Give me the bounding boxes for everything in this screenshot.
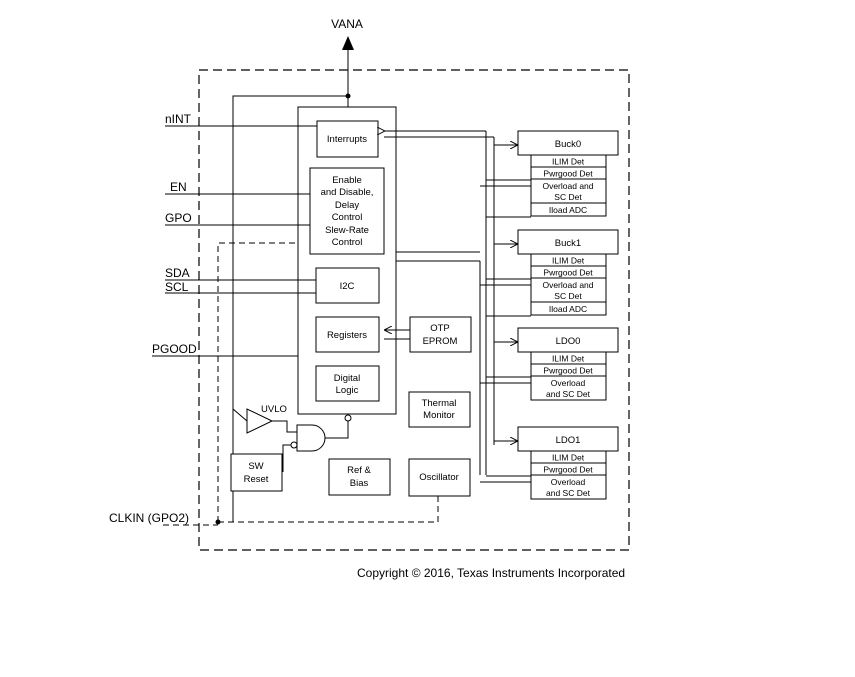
regulator-sub-label: Iload ADC — [549, 205, 587, 215]
pin-sda: SDA — [165, 266, 190, 280]
copyright: Copyright © 2016, Texas Instruments Inco… — [357, 566, 625, 580]
svg-text:Digital: Digital — [334, 373, 360, 384]
chip-boundary — [198, 69, 630, 551]
registers-block — [315, 316, 380, 353]
regulator-subblock — [530, 277, 607, 303]
regulator-name: LDO1 — [556, 435, 581, 446]
svg-text:Ref &: Ref & — [347, 465, 371, 476]
svg-text:EPROM: EPROM — [423, 336, 458, 347]
regulator-sub-label: SC Det — [554, 192, 582, 202]
regulator-subblock — [530, 178, 607, 204]
regulator-sub-label: Pwrgood Det — [543, 169, 593, 179]
regulator-sub-label: Pwrgood Det — [543, 268, 593, 278]
regulator-buck0 — [517, 130, 619, 156]
svg-text:and Disable,: and Disable, — [321, 187, 374, 198]
svg-text:Delay: Delay — [335, 200, 360, 211]
regulator-name: LDO0 — [556, 336, 581, 347]
svg-text:Bias: Bias — [350, 478, 369, 489]
uvlo-label: UVLO — [261, 404, 287, 415]
registers-label: Registers — [327, 330, 367, 341]
oscillator-label: Oscillator — [419, 472, 459, 483]
regulator-sub-label: Pwrgood Det — [543, 366, 593, 376]
regulator-subblock — [530, 474, 607, 500]
svg-text:Monitor: Monitor — [423, 410, 455, 421]
pin-gpo: GPO — [165, 211, 192, 225]
regulator-sub-label: ILIM Det — [552, 453, 585, 463]
enable-block — [309, 167, 385, 255]
regulator-sub-label: and SC Det — [546, 488, 591, 498]
svg-text:Thermal: Thermal — [422, 398, 457, 409]
pin-vana: VANA — [331, 17, 363, 31]
regulator-sub-label: ILIM Det — [552, 256, 585, 266]
regulator-subblock — [530, 301, 607, 316]
regulator-sub-label: Overload — [551, 378, 586, 388]
interrupts-label: Interrupts — [327, 134, 367, 145]
pin-scl: SCL — [165, 280, 189, 294]
pin-nint: nINT — [165, 112, 192, 126]
regulator-ldo1 — [517, 426, 619, 452]
svg-text:OTP: OTP — [430, 323, 450, 334]
regulator-sub-label: ILIM Det — [552, 354, 585, 364]
regulator-name: Buck1 — [555, 238, 581, 249]
regulator-subblock — [530, 375, 607, 401]
i2c-block — [315, 267, 380, 304]
svg-text:Control: Control — [332, 212, 363, 223]
regulator-buck1 — [517, 229, 619, 255]
regulator-name: Buck0 — [555, 139, 581, 150]
svg-text:Slew-Rate: Slew-Rate — [325, 225, 369, 236]
regulator-subblock — [530, 202, 607, 217]
pin-pgood: PGOOD — [152, 342, 197, 356]
svg-text:SW: SW — [248, 461, 263, 472]
otp-block — [409, 316, 472, 353]
regulator-sub-label: and SC Det — [546, 389, 591, 399]
i2c-label: I2C — [340, 281, 355, 292]
sw-reset-block — [230, 453, 283, 492]
and-gate-icon — [296, 424, 326, 452]
regulator-sub-label: ILIM Det — [552, 157, 585, 167]
logic-container — [297, 106, 397, 415]
regulator-sub-label: Overload and — [542, 181, 593, 191]
svg-text:Logic: Logic — [336, 385, 359, 396]
oscillator-block — [408, 458, 471, 497]
interrupts-block — [316, 120, 379, 158]
pin-clkin: CLKIN (GPO2) — [109, 511, 189, 525]
svg-text:Control: Control — [332, 237, 363, 248]
regulator-sub-label: Pwrgood Det — [543, 465, 593, 475]
regulator-sub-label: Overload and — [542, 280, 593, 290]
digital-logic-block — [315, 365, 380, 402]
svg-text:Reset: Reset — [244, 474, 269, 485]
regulator-ldo0 — [517, 327, 619, 353]
thermal-monitor-block — [408, 391, 471, 428]
regulator-sub-label: Overload — [551, 477, 586, 487]
svg-text:Enable: Enable — [332, 175, 362, 186]
vana-arrow-icon — [342, 36, 354, 50]
ref-bias-block — [328, 458, 391, 496]
pin-en: EN — [170, 180, 187, 194]
regulator-sub-label: SC Det — [554, 291, 582, 301]
regulator-sub-label: Iload ADC — [549, 304, 587, 314]
